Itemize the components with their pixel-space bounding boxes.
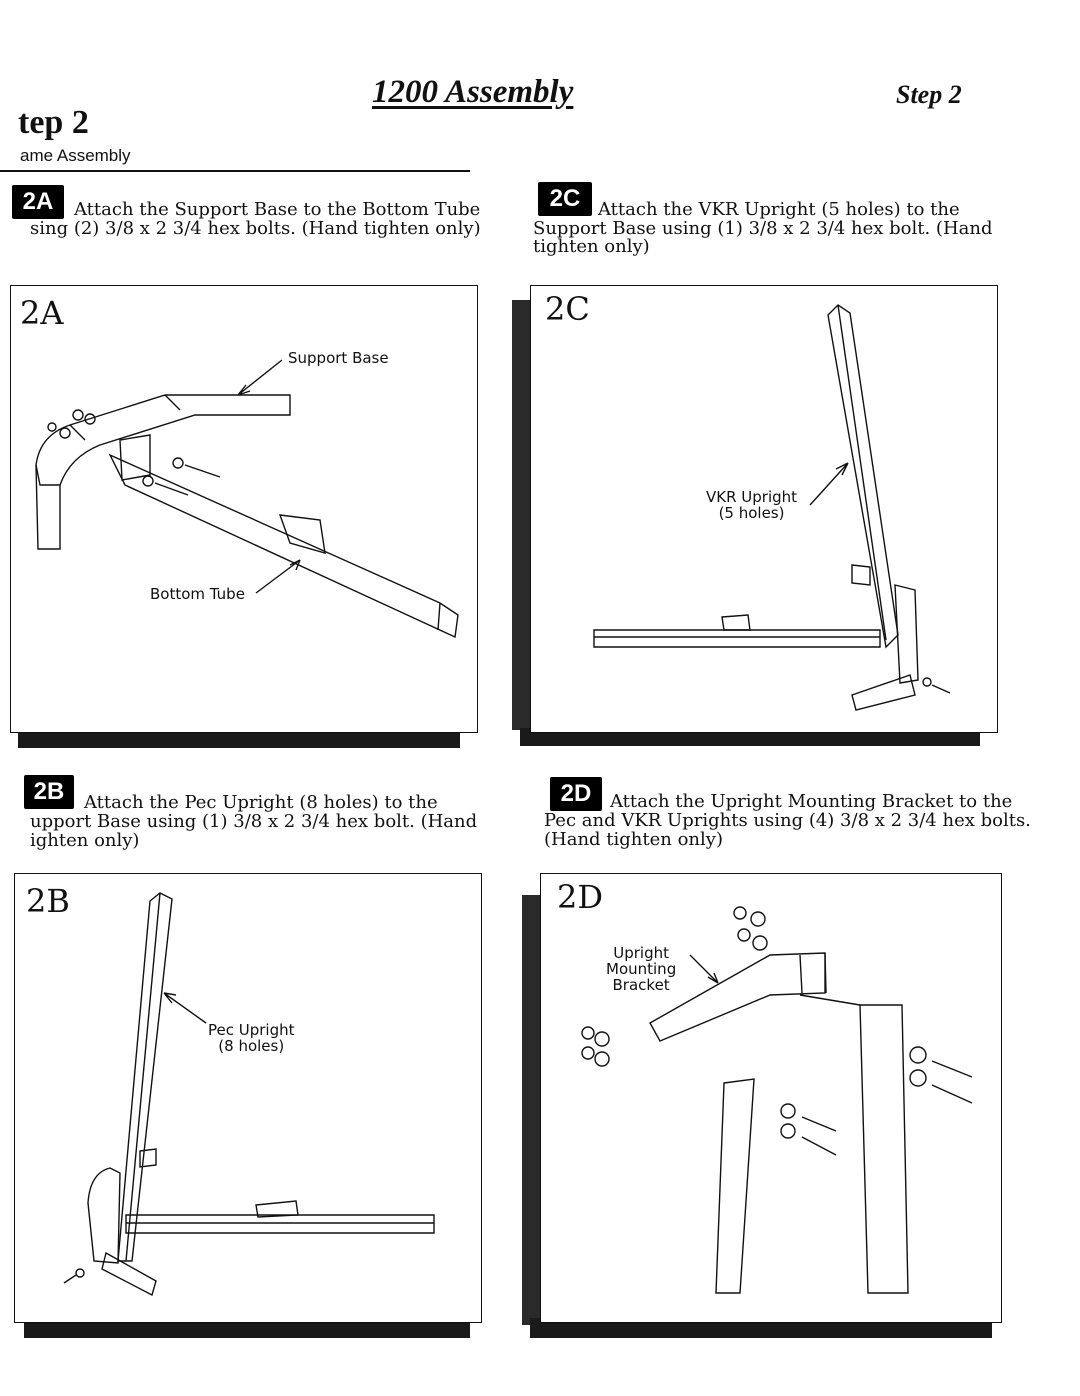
document-title: 1200 Assembly bbox=[372, 74, 574, 110]
diagram-panel-2a bbox=[10, 285, 478, 733]
diagram-2c-illustration bbox=[593, 304, 951, 711]
diagram-panel-2d bbox=[540, 873, 1002, 1323]
callout-upright-mounting-bracket: Upright Mounting Bracket bbox=[606, 944, 677, 994]
callout-support-base: Support Base bbox=[288, 349, 389, 367]
step-badge-2a: 2A bbox=[12, 185, 64, 219]
instruction-2c-line3: tighten only) bbox=[533, 236, 650, 257]
instruction-2a-line2: sing (2) 3/8 x 2 3/4 hex bolts. (Hand ti… bbox=[30, 218, 481, 239]
instruction-2b-line2: upport Base using (1) 3/8 x 2 3/4 hex bo… bbox=[30, 811, 478, 832]
panel-2d-shadow-bottom bbox=[530, 1318, 992, 1338]
section-subtitle: ame Assembly bbox=[20, 146, 131, 165]
panel-2b-label: 2B bbox=[26, 882, 70, 920]
callout-vkr-upright: VKR Upright (5 holes) bbox=[706, 488, 798, 522]
instruction-2d-line3: (Hand tighten only) bbox=[544, 829, 723, 850]
step-number-right: Step 2 bbox=[896, 80, 962, 109]
panel-2a-shadow bbox=[18, 728, 460, 748]
diagram-2d-illustration bbox=[581, 906, 973, 1294]
callout-bottom-tube: Bottom Tube bbox=[150, 585, 245, 603]
instruction-2b-line3: ighten only) bbox=[30, 830, 140, 851]
panel-2d-label: 2D bbox=[557, 878, 604, 916]
diagram-panel-2c bbox=[530, 285, 998, 733]
panel-2b-shadow bbox=[24, 1318, 470, 1338]
step-heading: tep 2 bbox=[18, 104, 89, 141]
step-badge-2d: 2D bbox=[550, 777, 602, 811]
step-badge-2c: 2C bbox=[538, 182, 592, 216]
callout-pec-upright: Pec Upright (8 holes) bbox=[208, 1021, 295, 1055]
step-badge-2b: 2B bbox=[24, 775, 74, 809]
diagram-2a-illustration bbox=[35, 359, 459, 639]
instruction-2d-line2: Pec and VKR Uprights using (4) 3/8 x 2 3… bbox=[544, 810, 1031, 831]
instruction-2c-line2: Support Base using (1) 3/8 x 2 3/4 hex b… bbox=[533, 218, 993, 239]
instruction-2b-line1: Attach the Pec Upright (8 holes) to the bbox=[84, 792, 438, 813]
header-rule bbox=[0, 170, 470, 172]
panel-2d-shadow-left bbox=[522, 895, 540, 1325]
panel-2c-shadow-left bbox=[512, 300, 530, 730]
instruction-2a-line1: Attach the Support Base to the Bottom Tu… bbox=[74, 199, 481, 220]
instruction-2d-line1: Attach the Upright Mounting Bracket to t… bbox=[610, 791, 1013, 812]
panel-2a-label: 2A bbox=[20, 294, 64, 332]
diagram-2b-illustration bbox=[63, 892, 435, 1297]
instruction-2c-line1: Attach the VKR Upright (5 holes) to the bbox=[598, 199, 960, 220]
panel-2c-label: 2C bbox=[545, 290, 590, 328]
